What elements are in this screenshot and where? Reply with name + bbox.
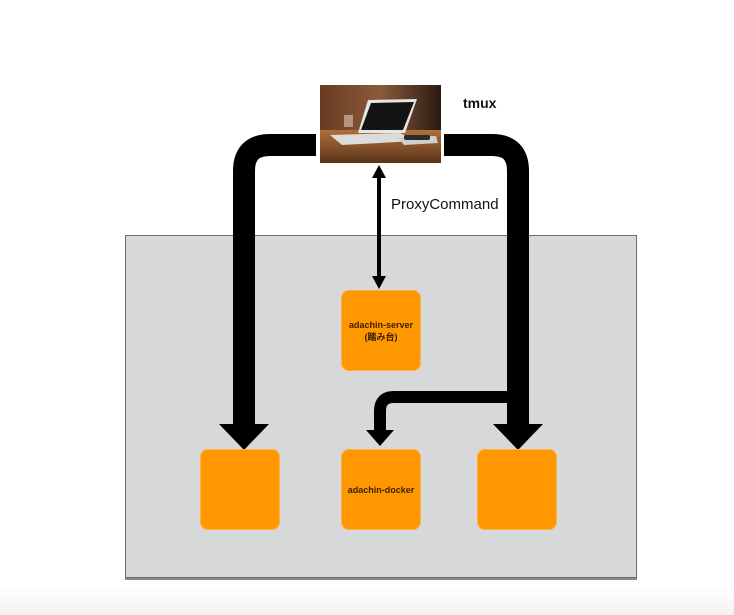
laptop-image (320, 85, 441, 163)
proxycommand-label: ProxyCommand (391, 196, 499, 213)
arrowhead-proxy-up (372, 165, 386, 178)
node-left-server (200, 449, 280, 530)
client-label: tmux (463, 95, 497, 111)
laptop-icon (320, 85, 441, 163)
bottom-shadow (0, 585, 734, 615)
arrowhead-right (493, 424, 543, 450)
arrowhead-proxy-down (372, 276, 386, 289)
arrowhead-left (219, 424, 269, 450)
node-bastion-label: adachin-server (348, 319, 414, 330)
node-docker-server: adachin-docker (341, 449, 421, 530)
node-bastion-sublabel: (踏み台) (364, 331, 398, 342)
arrow-client-to-left (233, 134, 316, 425)
node-right-server (477, 449, 557, 530)
node-docker-label: adachin-docker (347, 484, 415, 495)
arrow-client-to-right (444, 134, 529, 425)
arrowhead-docker (366, 430, 394, 446)
arrow-branch-to-docker (374, 391, 512, 432)
node-bastion-server: adachin-server (踏み台) (341, 290, 421, 371)
